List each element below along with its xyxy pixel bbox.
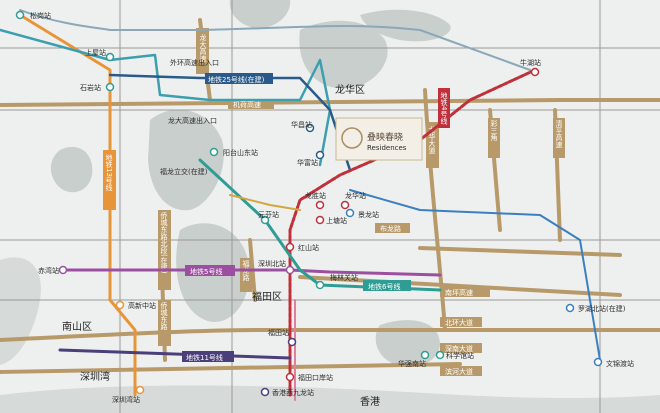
road-label-jihua: 机荷高速 (233, 100, 261, 109)
badge-line6: 地铁6号线 (368, 282, 400, 291)
road-label-buba: 布龙路 (380, 224, 401, 233)
line-25 (0, 28, 332, 167)
district-shenzhenwan: 深圳湾 (80, 370, 110, 383)
station-meilinguan: 梅林关站 (330, 273, 358, 282)
station-yangtaishan: 阳台山东站 (223, 148, 258, 157)
station-gaoxinzhong: 高新中站 (128, 301, 156, 310)
station-longhua: 龙华站 (345, 191, 366, 200)
station-huafu: 华富站 (297, 158, 318, 167)
road-text-labels: 外环高速出入口 龙大高速出入口 福龙立交(在建) (160, 58, 219, 176)
district-labels: 龙华区 福田区 南山区 深圳湾 香港 (62, 83, 380, 408)
label-waihuan-entry: 外环高速出入口 (170, 58, 219, 67)
station-yuanfen: 元芬站 (258, 210, 279, 219)
station-xijiulong: 香港西九龙站 (272, 388, 314, 397)
station-songgang: 松岗站 (30, 11, 51, 20)
road-label-longda: 龙大高速 (199, 33, 207, 63)
station-shangtang: 上塘站 (326, 216, 347, 225)
station-futian: 福田站 (268, 328, 289, 337)
station-huaqiangnan: 华强南站 (398, 359, 426, 368)
district-futian: 福田区 (252, 290, 282, 303)
station-shenzhenwan: 深圳湾站 (112, 395, 140, 404)
district-longhua: 龙华区 (335, 83, 365, 96)
line-yellow (229, 194, 301, 211)
station-markers (15, 10, 603, 397)
project-name: 叠映春晓 (367, 131, 403, 143)
road-label-shennan: 深南大道 (445, 344, 473, 353)
road-label-longhua-ave: 龙华大道 (428, 125, 436, 155)
line-11 (58, 348, 292, 360)
badge-line5: 地铁5号线 (190, 267, 222, 276)
station-futiankouan: 福田口岸站 (298, 373, 333, 382)
road-label-binhe: 滨河大道 (445, 367, 473, 376)
badge-line25: 地铁25号线(在建) (208, 75, 265, 84)
road-label-beihuan: 北环大道 (445, 318, 473, 327)
line-6 (198, 158, 442, 292)
project-logo: 叠映春晓 Residences (335, 117, 423, 161)
project-name-en: Residences (367, 144, 407, 152)
station-longsheng: 龙胜站 (305, 191, 326, 200)
station-shangwu: 上屋站 (85, 48, 106, 57)
road-label-nanping: 南坪高速 (445, 288, 473, 297)
station-kexueguan: 科学馆站 (446, 351, 474, 360)
badge-line4: 地铁4号线 (440, 91, 448, 124)
line-green-blue (19, 9, 531, 71)
line-5 (58, 268, 442, 277)
station-niuhu: 牛湖站 (520, 58, 541, 67)
badge-line11: 地铁11号线 (186, 353, 223, 362)
district-nanshan: 南山区 (62, 320, 92, 333)
station-huachang: 华昌站 (291, 120, 312, 129)
station-luohubei: 罗湖北站(在建) (578, 304, 626, 313)
station-shenzhenbei: 深圳北站 (258, 259, 286, 268)
line-4 (288, 68, 537, 397)
road-label-sanjiao: 彩三角 (490, 119, 498, 142)
line-blue-east (349, 189, 601, 361)
road-label-qiaocheng-s: 侨城东路 (160, 301, 168, 331)
station-wenjindu: 文锦渡站 (606, 359, 634, 368)
station-chiwan: 赤湾站 (38, 266, 59, 275)
badge-line13: 地铁13号线 (105, 153, 113, 191)
line-badges: 地铁25号线(在建) 地铁5号线 地铁6号线 地铁11号线 地铁13号线 地铁4… (103, 73, 450, 362)
station-shiyan: 石岩站 (80, 83, 101, 92)
district-hongkong: 香港 (360, 396, 380, 408)
station-hongshan: 红山站 (298, 243, 319, 252)
label-longda-entry: 龙大高速出入口 (168, 116, 217, 125)
metro-lines (0, 9, 601, 401)
label-fulong-cross: 福龙立交(在建) (160, 167, 208, 176)
road-label-xinqu: 清平高速 (555, 119, 563, 149)
station-jinglong: 景龙站 (358, 210, 379, 219)
road-label-qiaocheng: 侨城东路北段(在建) (160, 211, 168, 274)
station-labels: 松岗站 上屋站 石岩站 牛湖站 华昌站 华富站 阳台山东站 龙胜站 龙华站 景龙… (30, 11, 634, 404)
